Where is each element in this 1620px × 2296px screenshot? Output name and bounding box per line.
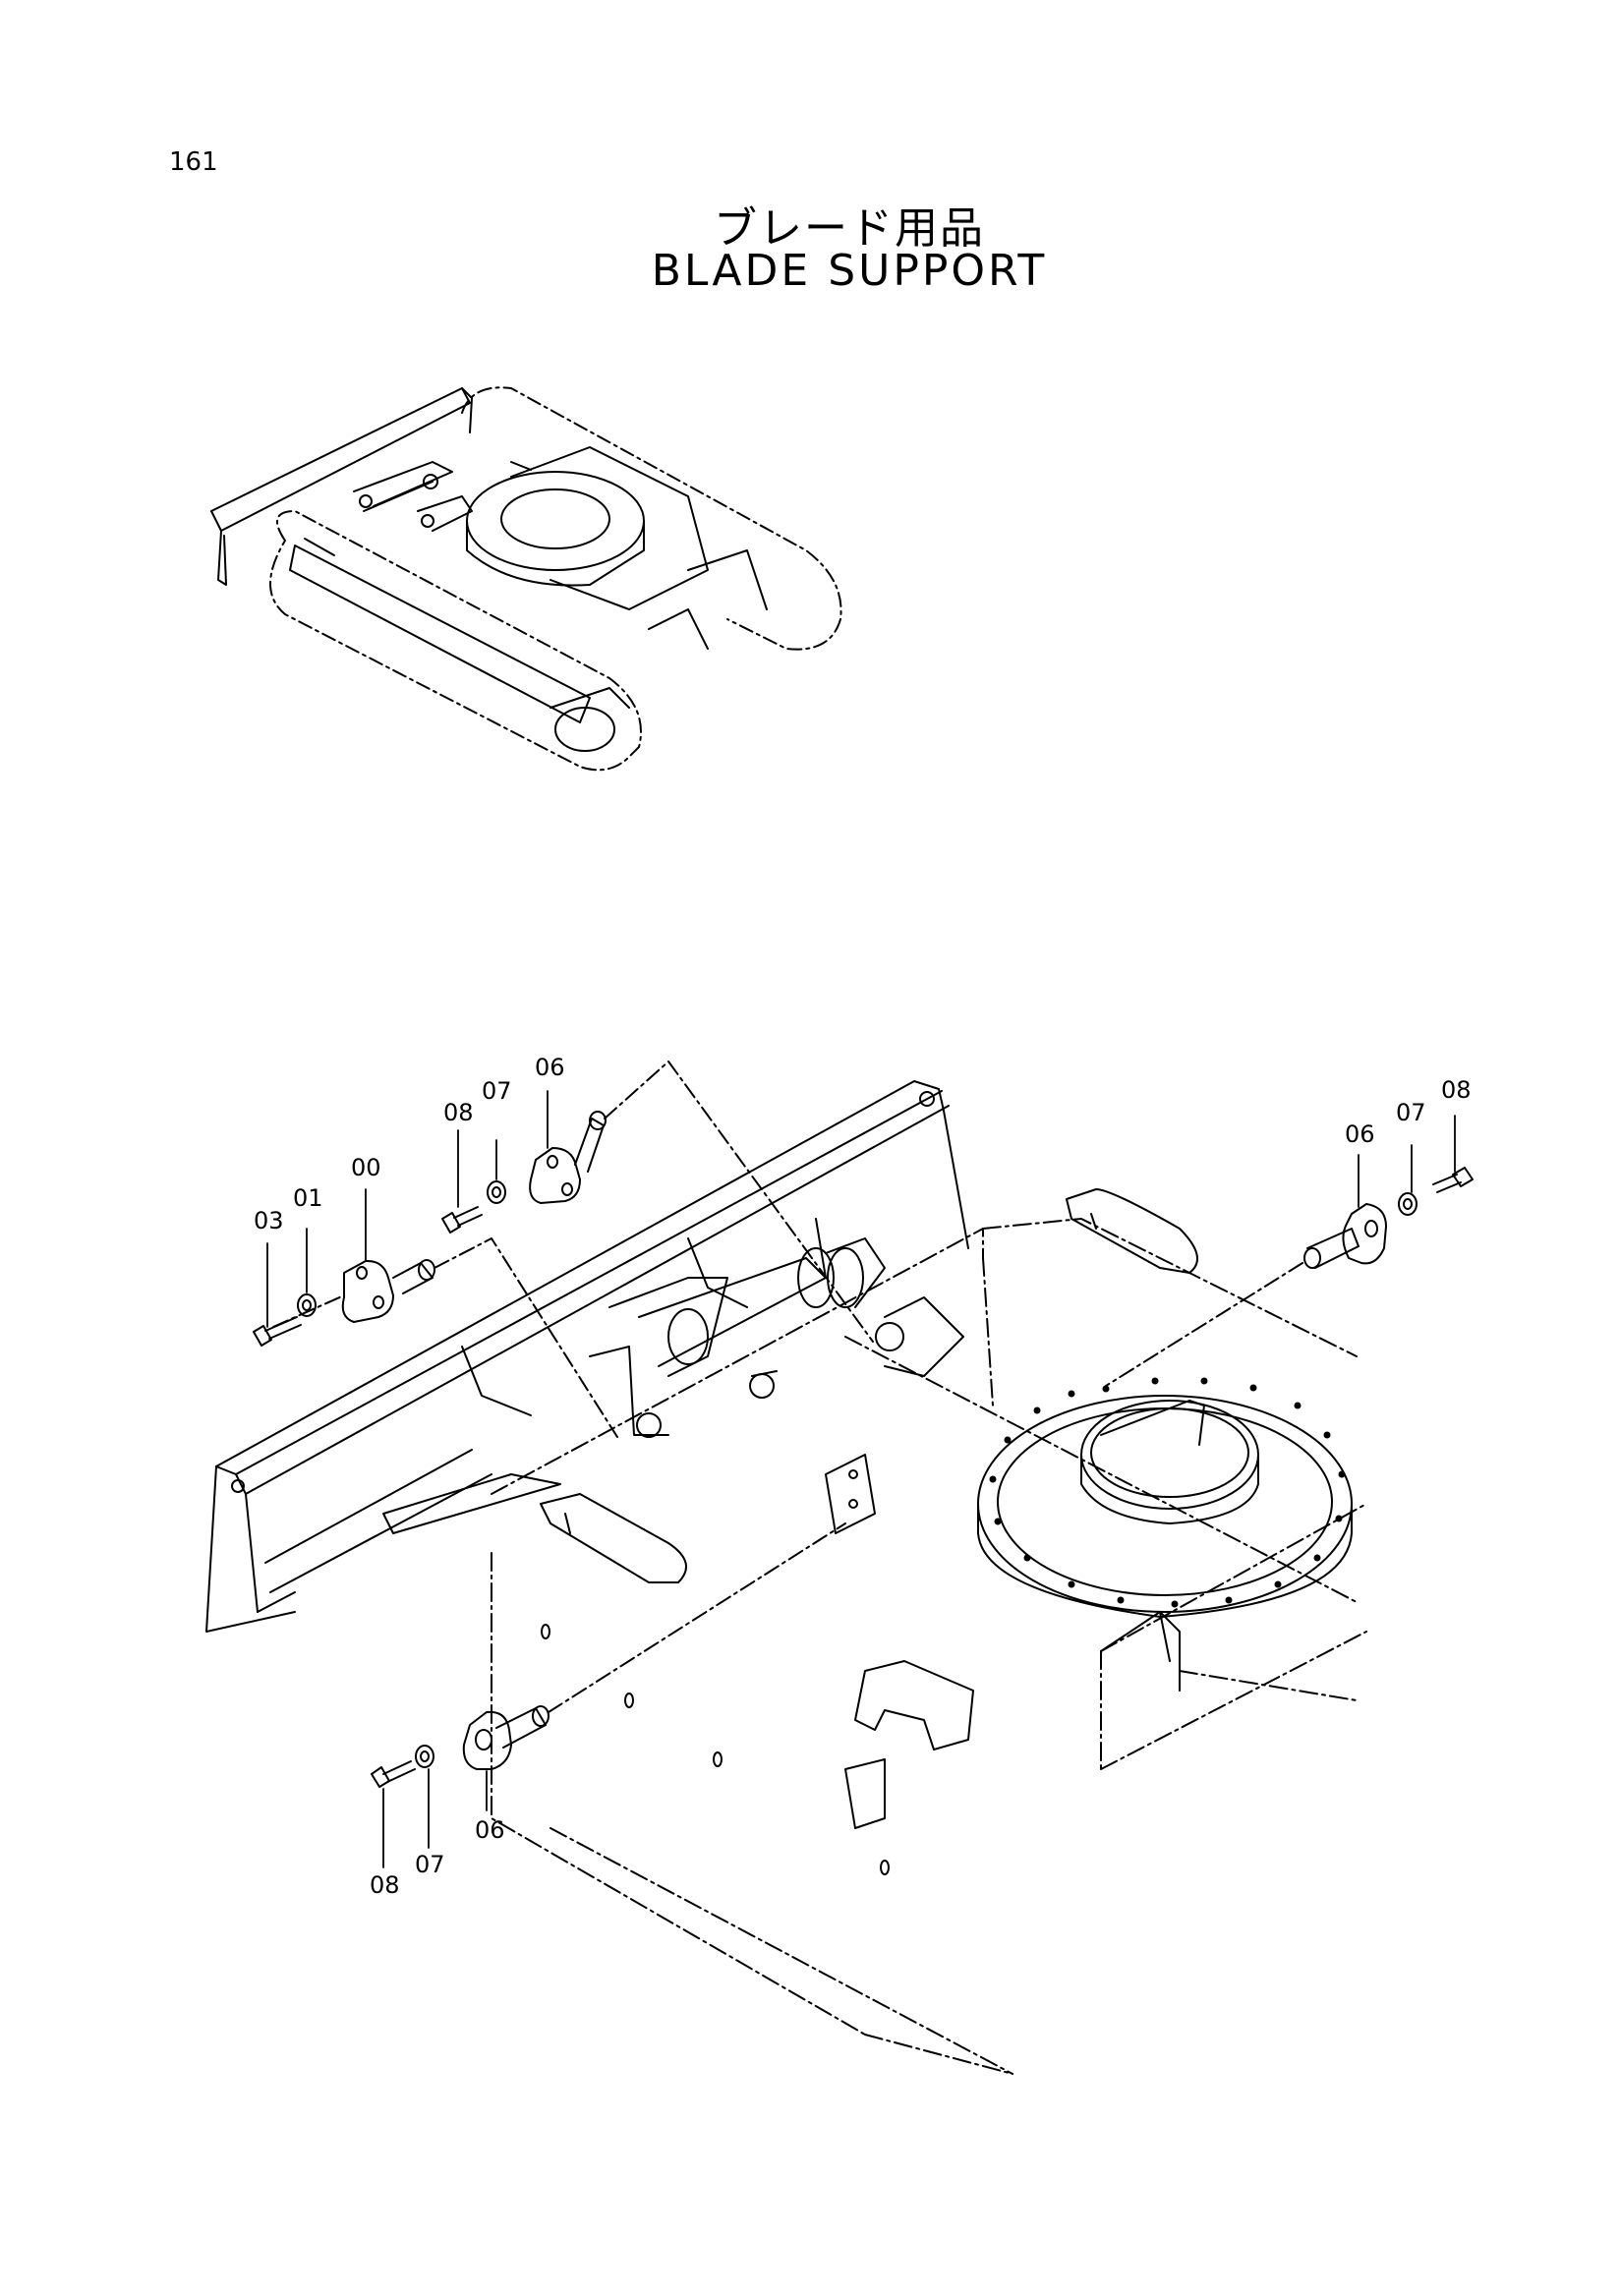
callout-labels: 06 07 08 00 01 03 08 07 06 06 07 08 [254,1054,1472,1899]
blade-top-edge [215,1080,945,1467]
swing-bearing [977,1377,1353,1618]
overview-swing-bearing [466,471,645,571]
title-english: BLADE SUPPORT [651,246,1048,296]
bolt-08-right [1452,1167,1474,1187]
pin-00 [392,1262,434,1294]
callout-06-top: 06 [535,1054,565,1081]
washer-07-bottom [415,1745,434,1768]
callout-08-top: 08 [443,1099,474,1126]
blade-cylinder [589,1237,964,1438]
pin-plate-00 [341,1259,394,1323]
callout-07-bottom: 07 [415,1851,445,1878]
bolt-08-bottom [371,1766,390,1788]
washer-07-top [487,1180,506,1204]
title-japanese: ブレード用品 [714,203,985,254]
bolt-03 [253,1325,272,1347]
overview-left-track [269,510,642,772]
overview-right-track [461,386,842,651]
pin-06-bottom [495,1707,547,1749]
pin-assembly-left [253,1237,618,1438]
page-number: 161 [169,147,218,177]
callout-06-right: 06 [1345,1120,1375,1148]
callout-07-top: 07 [482,1077,512,1105]
callout-03: 03 [254,1207,284,1234]
overview-blade [210,387,471,532]
pin-assembly-bottom [371,1522,846,1788]
pin-06-right [1306,1228,1360,1269]
pin-assembly-top [441,1061,874,1343]
callout-00: 00 [351,1154,381,1181]
pin-plate-06-bottom [462,1710,512,1770]
washer-01 [297,1293,317,1317]
callout-08-bottom: 08 [370,1871,400,1899]
main-assembly [205,1080,1367,2075]
bolt-08-top [441,1212,461,1234]
callout-07-right: 07 [1396,1099,1426,1126]
callout-01: 01 [293,1184,323,1212]
callout-08-right: 08 [1441,1076,1472,1104]
pin-06-top [574,1118,605,1173]
callout-06-bottom: 06 [475,1816,505,1844]
washer-07-right [1398,1192,1418,1216]
pin-plate-06-top [529,1147,581,1204]
leader-lines [266,1090,1456,1868]
pin-plate-06-right [1342,1203,1387,1265]
overview-undercarriage [210,386,842,772]
pin-assembly-right [1105,1167,1474,1387]
